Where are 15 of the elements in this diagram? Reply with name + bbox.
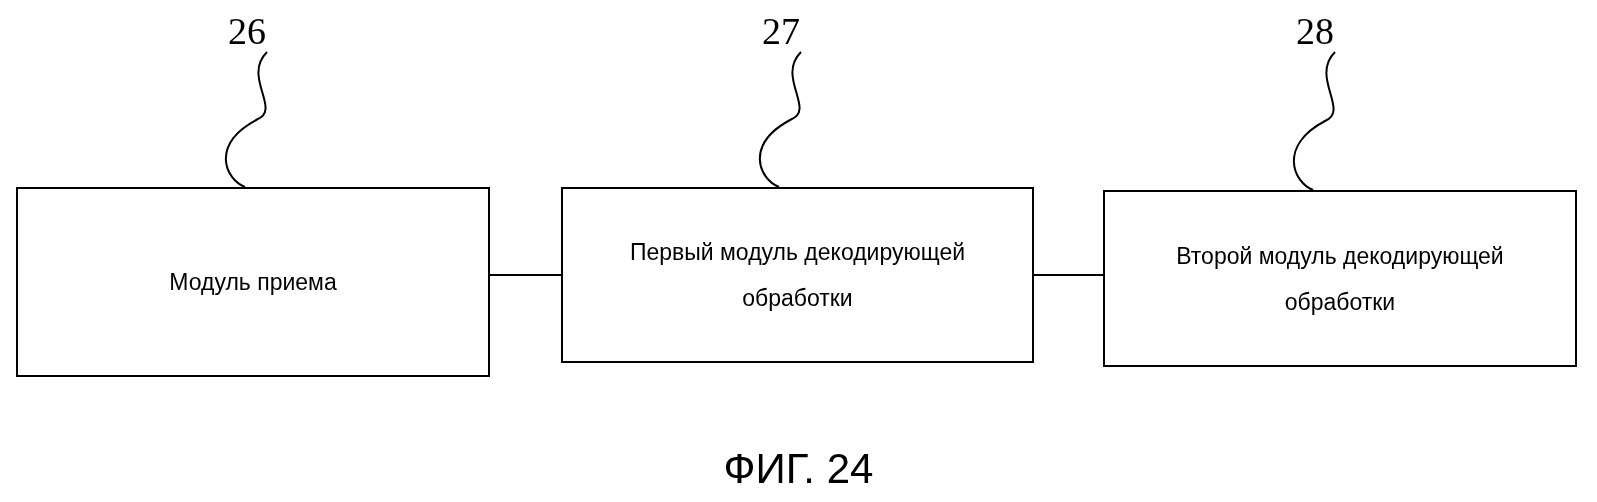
module-box xyxy=(16,187,490,377)
leader-line xyxy=(224,51,268,188)
module-box xyxy=(561,187,1034,363)
callout-number: 26 xyxy=(228,12,274,50)
module-box xyxy=(1103,190,1577,367)
leader-line xyxy=(758,51,802,188)
module-label: Модуль приема xyxy=(168,268,338,297)
connector-line xyxy=(1033,274,1104,276)
connector-line xyxy=(489,274,562,276)
figure-caption: ФИГ. 24 xyxy=(722,445,875,493)
module-label: Второй модуль декодирующей обработки xyxy=(1175,241,1505,317)
leader-line xyxy=(1292,51,1336,191)
callout-number: 27 xyxy=(762,12,808,50)
callout-number: 28 xyxy=(1296,12,1342,50)
module-label: Первый модуль декодирующей обработки xyxy=(628,238,967,313)
